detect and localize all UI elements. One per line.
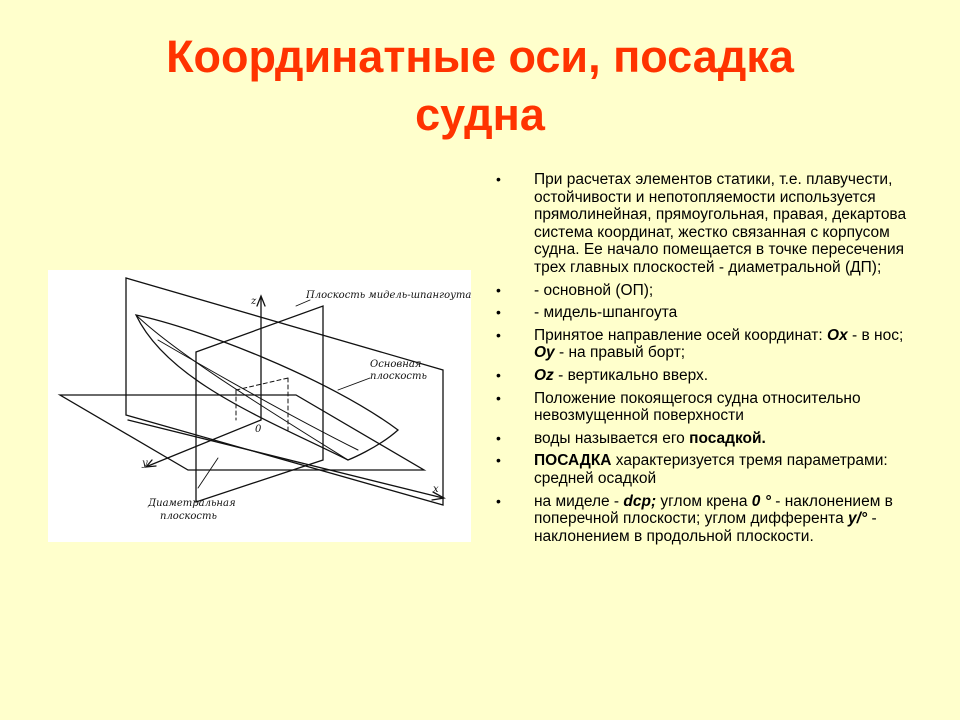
axis-y-arrow bbox=[144, 459, 157, 468]
label-midship-plane: Плоскость мидель-шпангоута bbox=[305, 290, 471, 301]
slide-title-line2: судна bbox=[415, 89, 545, 140]
ship-coordinate-diagram: Плоскость мидель-шпангоута Основная плос… bbox=[48, 270, 471, 542]
center-plane bbox=[125, 277, 444, 506]
hull-keel bbox=[157, 339, 359, 451]
diagram-svg: Плоскость мидель-шпангоута Основная плос… bbox=[57, 277, 471, 522]
label-axis-x: x bbox=[433, 484, 439, 495]
axis-x-arrow bbox=[431, 491, 446, 501]
label-base-plane-1: Основная bbox=[370, 359, 421, 370]
leader-center bbox=[197, 457, 219, 489]
leader-midship bbox=[295, 299, 311, 307]
slide-title: Координатные оси, посадка судна bbox=[40, 28, 920, 144]
base-plane bbox=[57, 394, 427, 471]
hull-outline bbox=[134, 314, 400, 461]
bullet-item: - мидель-шпангоута bbox=[490, 304, 910, 322]
label-axis-z: z bbox=[250, 296, 257, 307]
axis-y-line bbox=[147, 419, 262, 467]
midship-plane bbox=[195, 305, 324, 503]
label-axis-y: y bbox=[141, 458, 148, 469]
bullet-item: воды называется его посадкой. bbox=[490, 430, 910, 448]
label-center-plane-2: плоскость bbox=[160, 511, 217, 522]
hidden-line-2 bbox=[235, 377, 289, 391]
label-origin: 0 bbox=[255, 424, 262, 435]
slide-title-line1: Координатные оси, посадка bbox=[166, 31, 794, 82]
bullet-item: Положение покоящегося судна относительно… bbox=[490, 390, 910, 425]
label-center-plane-1: Диаметральная bbox=[147, 498, 236, 509]
bullet-item: ПОСАДКА характеризуется тремя параметрам… bbox=[490, 452, 910, 487]
axis-z-arrow bbox=[256, 294, 266, 307]
bullet-item: Принятое направление осей координат: Ох … bbox=[490, 327, 910, 362]
leader-base bbox=[337, 377, 371, 391]
bullet-item: Oz - вертикально вверх. bbox=[490, 367, 910, 385]
hull-inner bbox=[135, 314, 349, 461]
axis-x-line bbox=[127, 419, 444, 499]
bullet-item: При расчетах элементов статики, т.е. пла… bbox=[490, 171, 910, 277]
label-base-plane-2: плоскость bbox=[370, 371, 427, 382]
bullet-item: - основной (ОП); bbox=[490, 282, 910, 300]
bullet-list: При расчетах элементов статики, т.е. пла… bbox=[490, 171, 910, 550]
bullet-item: на миделе - dcp; углом крена 0 ° - накло… bbox=[490, 493, 910, 546]
